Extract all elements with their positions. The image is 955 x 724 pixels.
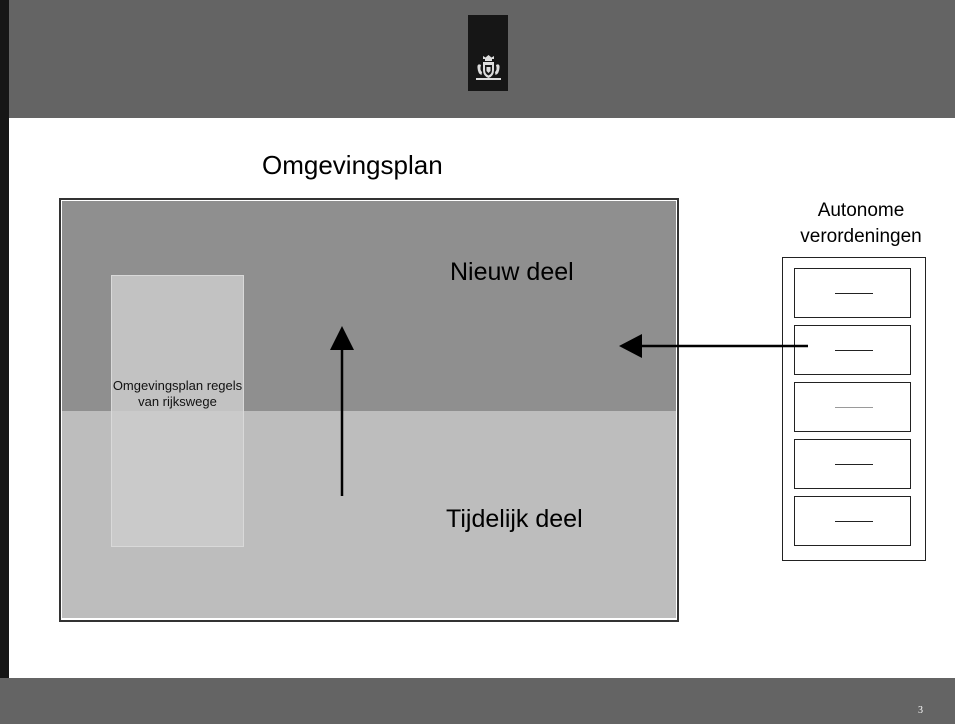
drawer-handle bbox=[835, 407, 873, 408]
rijksregels-box bbox=[111, 275, 244, 547]
cabinet-drawer bbox=[794, 268, 911, 318]
temporary-part-label: Tijdelijk deel bbox=[446, 505, 583, 533]
upward-arrow-head bbox=[330, 326, 354, 350]
cabinet-drawer bbox=[794, 496, 911, 546]
rijksoverheid-logo bbox=[468, 15, 508, 91]
cabinet-drawer bbox=[794, 382, 911, 432]
footer-bar bbox=[0, 678, 955, 724]
page-number: 3 bbox=[918, 705, 923, 716]
drawer-handle bbox=[835, 293, 873, 294]
cabinet-drawer bbox=[794, 439, 911, 489]
coat-of-arms-icon bbox=[476, 55, 501, 80]
slide-title: Omgevingsplan bbox=[262, 150, 443, 180]
left-arrow-head bbox=[619, 334, 642, 358]
new-part-label: Nieuw deel bbox=[450, 258, 574, 286]
left-border bbox=[0, 0, 9, 724]
drawer-handle bbox=[835, 350, 873, 351]
rijksregels-label: Omgevingsplan regels van rijkswege bbox=[112, 378, 243, 409]
drawer-handle bbox=[835, 464, 873, 465]
cabinet-drawer bbox=[794, 325, 911, 375]
drawer-handle bbox=[835, 521, 873, 522]
autonomous-regulations-title: Autonome verordeningen bbox=[800, 200, 922, 247]
